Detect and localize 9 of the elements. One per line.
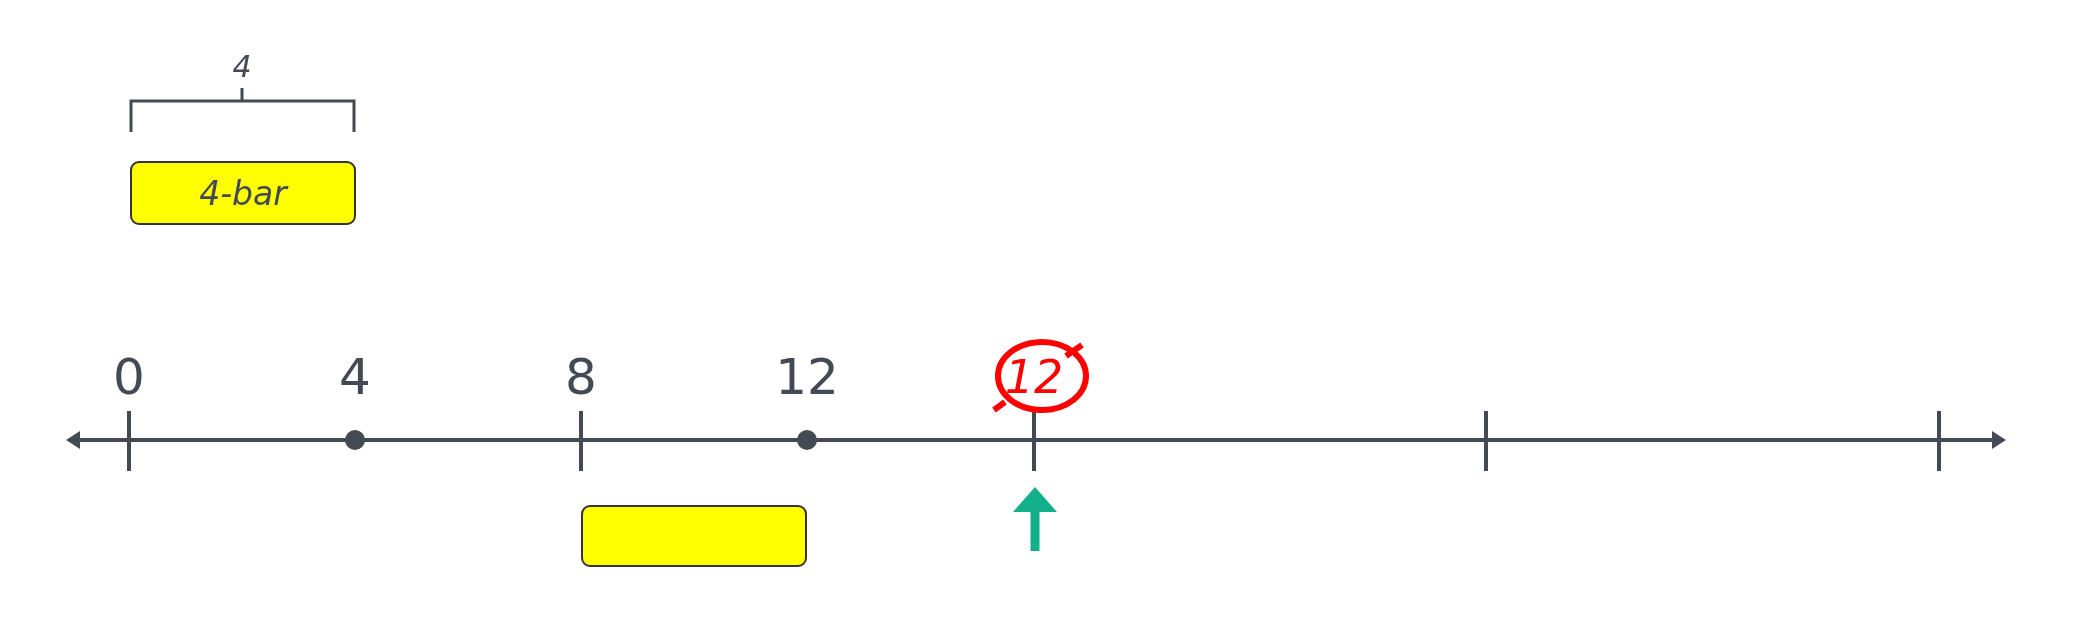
bar-label: 4-bar (199, 173, 287, 213)
tick-label: 0 (113, 348, 145, 406)
tick-label: 8 (565, 348, 597, 406)
crossed-out-number: 12 (1004, 350, 1064, 404)
dimension-label: 4 (232, 48, 252, 84)
tick-label: 4 (339, 348, 371, 406)
tick-label: 12 (775, 348, 839, 406)
labeled-bar (130, 161, 356, 225)
bar-rectangle (581, 505, 807, 567)
